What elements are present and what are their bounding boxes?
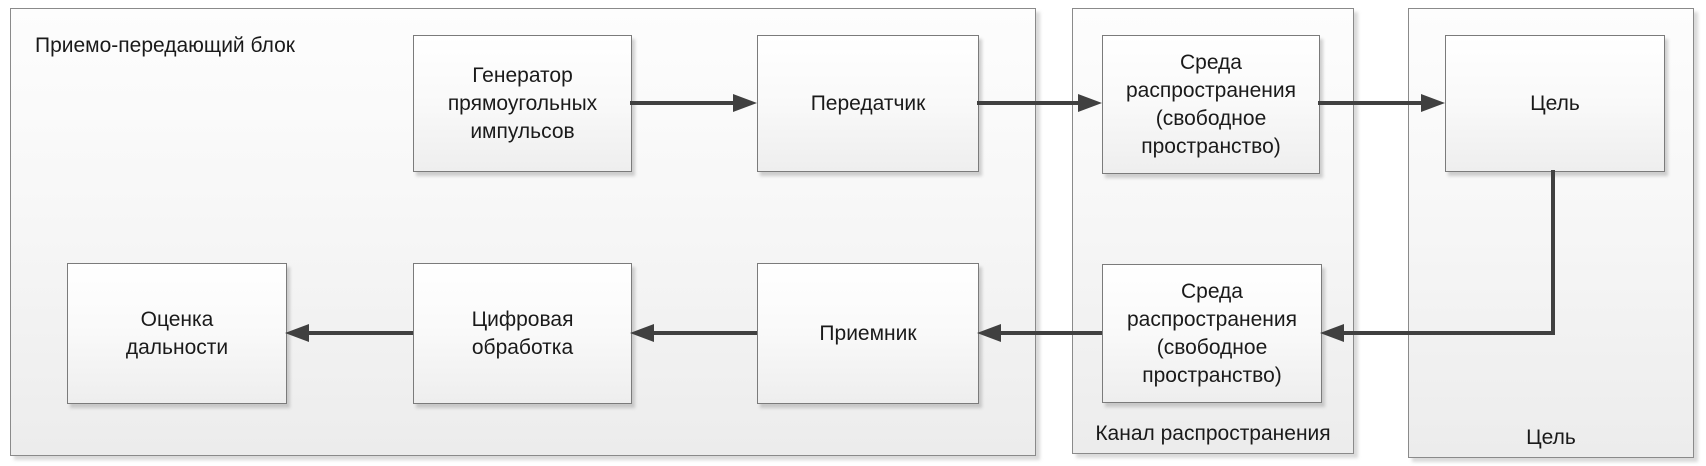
block-pulse-generator: Генератор прямоугольных импульсов bbox=[413, 35, 632, 172]
block-transmitter-label: Передатчик bbox=[810, 91, 926, 115]
block-target-label: Цель bbox=[1530, 91, 1580, 115]
block-digital-processing: Цифровая обработка bbox=[413, 263, 632, 404]
container-transceiver-label: Приемо-передающий блок bbox=[35, 34, 295, 57]
block-range-estimation: Оценка дальности bbox=[67, 263, 287, 404]
block-receiver: Приемник bbox=[757, 263, 979, 404]
block-medium-forward-label: Среда распространения (свободное простра… bbox=[1125, 50, 1297, 158]
block-pulse-generator-label: Генератор прямоугольных импульсов bbox=[447, 63, 598, 143]
block-receiver-label: Приемник bbox=[819, 321, 917, 345]
container-target-label: Цель bbox=[1526, 426, 1576, 449]
block-range-estimation-label: Оценка дальности bbox=[125, 307, 229, 359]
container-propagation-channel-label: Канал распространения bbox=[1095, 422, 1331, 445]
block-medium-forward: Среда распространения (свободное простра… bbox=[1102, 35, 1320, 174]
block-target: Цель bbox=[1445, 35, 1665, 172]
block-transmitter: Передатчик bbox=[757, 35, 979, 172]
block-medium-return-label: Среда распространения (свободное простра… bbox=[1126, 279, 1298, 387]
block-digital-processing-label: Цифровая обработка bbox=[471, 307, 574, 359]
block-medium-return: Среда распространения (свободное простра… bbox=[1102, 264, 1322, 403]
